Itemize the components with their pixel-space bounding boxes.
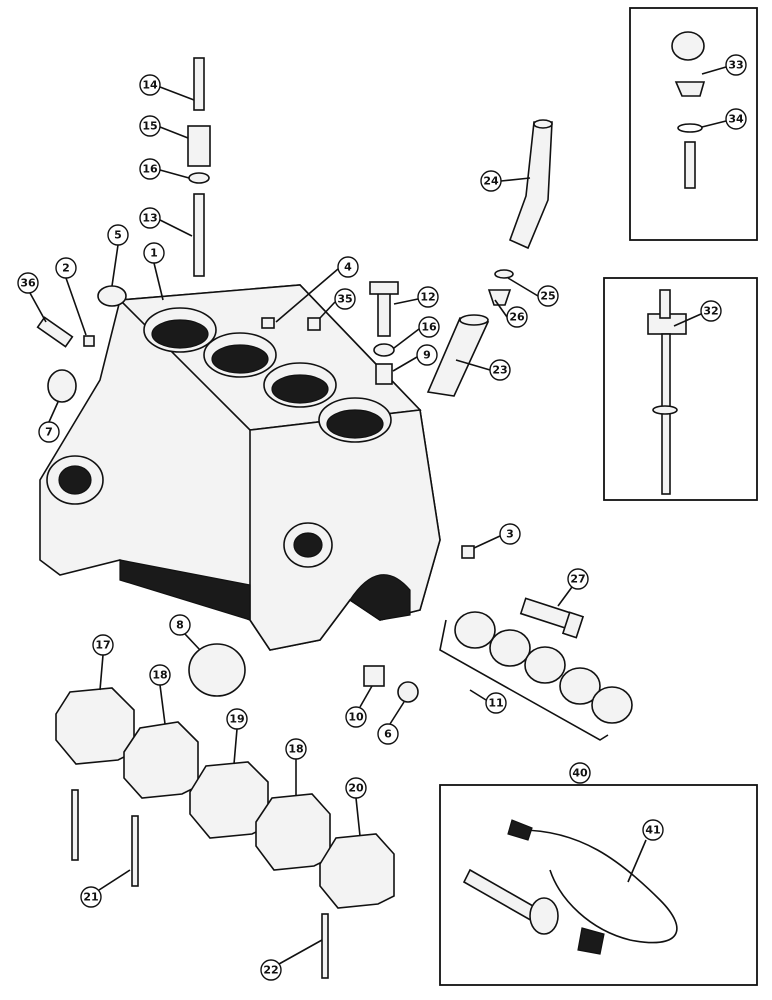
callout-label: 35 — [337, 293, 352, 306]
inset-box-dipstick-cap — [629, 7, 758, 241]
callout-bubble: 8 — [169, 614, 191, 636]
callout-bubble: 25 — [537, 285, 559, 307]
callout-label: 27 — [570, 573, 585, 586]
callout-label: 9 — [423, 349, 431, 362]
inset-parts — [462, 31, 706, 955]
callout-label: 2 — [62, 262, 70, 275]
dipstick-tube — [426, 119, 553, 397]
callout-label: 33 — [728, 59, 743, 72]
callout-bubble: 34 — [725, 108, 747, 130]
callout-label: 36 — [20, 277, 36, 290]
callout-bubble: 17 — [92, 634, 114, 656]
callout-label: 20 — [348, 782, 364, 795]
callout-bubble: 10 — [345, 706, 367, 728]
callout-label: 25 — [540, 290, 555, 303]
callout-label: 8 — [176, 619, 184, 632]
callout-label: 3 — [506, 528, 514, 541]
callout-bubble: 22 — [260, 959, 282, 981]
callout-bubble: 24 — [480, 170, 502, 192]
callout-label: 17 — [95, 639, 110, 652]
head-stud-assembly — [187, 57, 211, 277]
inset-box-dipstick-threaded — [603, 277, 758, 501]
callout-bubble: 41 — [642, 819, 664, 841]
callout-bubble: 9 — [416, 344, 438, 366]
callout-label: 18 — [152, 669, 167, 682]
callout-label: 32 — [703, 305, 718, 318]
callout-bubble: 16 — [418, 316, 440, 338]
callout-bubble: 1 — [143, 242, 165, 264]
callout-bubble: 5 — [107, 224, 129, 246]
callout-label: 24 — [483, 175, 499, 188]
callout-bubble: 36 — [17, 272, 39, 294]
callout-bubble: 32 — [700, 300, 722, 322]
callout-label: 13 — [142, 212, 157, 225]
callout-bubble: 21 — [80, 886, 102, 908]
small-parts — [36, 281, 475, 703]
callout-label: 5 — [114, 229, 122, 242]
callout-bubble: 35 — [334, 288, 356, 310]
callout-bubble: 20 — [345, 777, 367, 799]
callout-bubble: 19 — [226, 708, 248, 730]
callout-bubble: 6 — [377, 723, 399, 745]
callout-label: 18 — [288, 743, 303, 756]
callout-bubble: 7 — [38, 421, 60, 443]
callout-label: 26 — [509, 311, 525, 324]
callout-bubble: 27 — [567, 568, 589, 590]
callout-label: 6 — [384, 728, 392, 741]
callout-bubble: 23 — [489, 359, 511, 381]
callout-label: 21 — [83, 891, 98, 904]
callout-label: 23 — [492, 364, 507, 377]
callout-bubble: 16 — [139, 158, 161, 180]
callout-label: 11 — [488, 697, 503, 710]
callout-bubble: 12 — [417, 286, 439, 308]
callout-label: 4 — [344, 261, 352, 274]
callout-label: 22 — [263, 964, 278, 977]
callout-bubble: 18 — [149, 664, 171, 686]
callout-label: 16 — [421, 321, 437, 334]
leader-lines — [29, 66, 727, 965]
main-bearing-caps — [55, 687, 395, 979]
callout-label: 41 — [645, 824, 660, 837]
callout-label: 34 — [728, 113, 744, 126]
callout-bubble: 15 — [139, 115, 161, 137]
callout-bubble: 3 — [499, 523, 521, 545]
callout-label: 1 — [150, 247, 158, 260]
callout-label: 40 — [572, 767, 588, 780]
callout-bubble: 14 — [139, 74, 161, 96]
camshaft-bearings — [439, 597, 633, 741]
callout-label: 14 — [142, 79, 158, 92]
callout-label: 16 — [142, 163, 158, 176]
callout-label: 19 — [229, 713, 244, 726]
callout-bubble: 13 — [139, 207, 161, 229]
callout-bubble: 40 — [569, 762, 591, 784]
callout-label: 7 — [45, 426, 53, 439]
callout-label: 15 — [142, 120, 157, 133]
callout-label: 12 — [420, 291, 435, 304]
callout-bubble: 26 — [506, 306, 528, 328]
callout-label: 10 — [348, 711, 364, 724]
inset-box-block-heater — [439, 784, 758, 986]
callout-bubble: 33 — [725, 54, 747, 76]
callout-bubble: 18 — [285, 738, 307, 760]
callout-bubble: 2 — [55, 257, 77, 279]
callout-bubble: 11 — [485, 692, 507, 714]
callout-bubble: 4 — [337, 256, 359, 278]
cylinder-block — [39, 284, 441, 651]
